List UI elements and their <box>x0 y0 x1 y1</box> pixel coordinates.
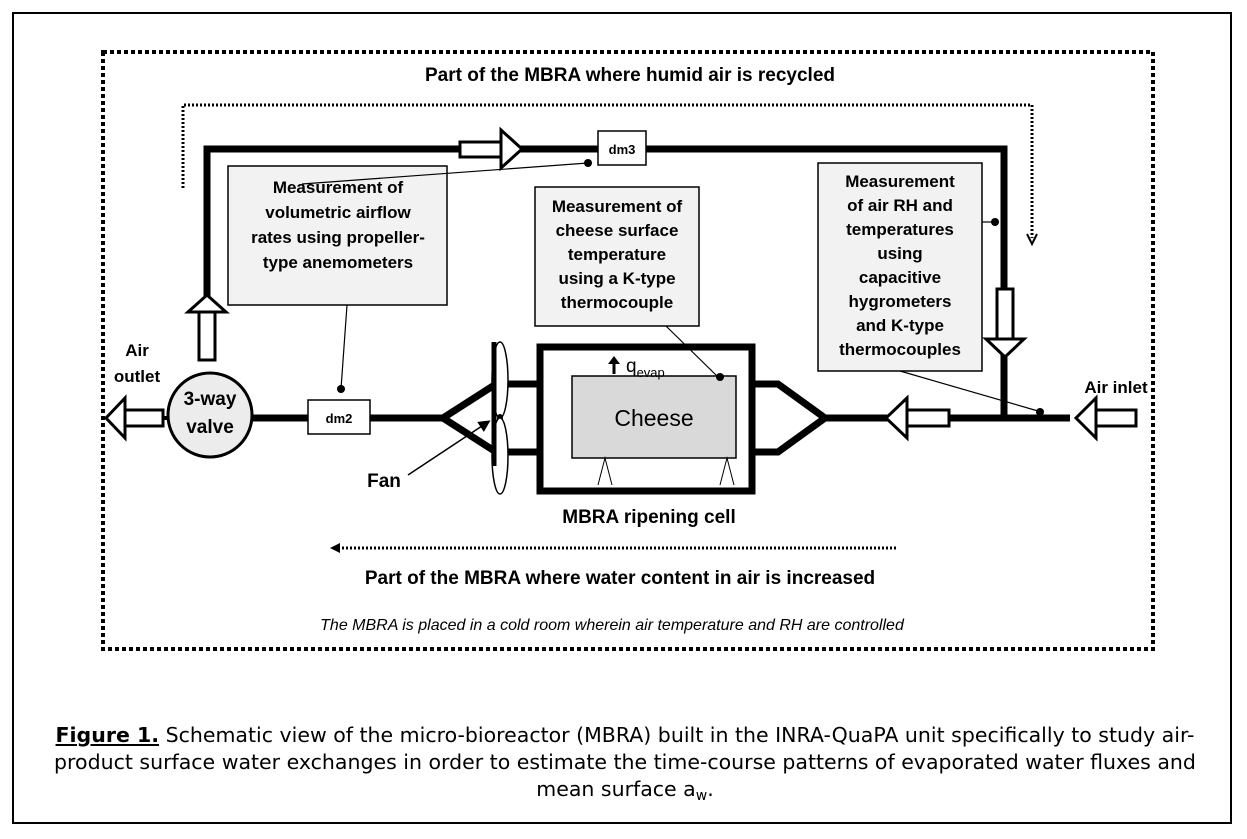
cheese-support-right <box>719 456 735 486</box>
cheese-temp-box-line: thermocouple <box>561 293 673 312</box>
water-title: Part of the MBRA where water content in … <box>365 568 875 589</box>
valve-label-line2: valve <box>186 417 234 438</box>
cheese-temp-box-line: using a K-type <box>558 269 675 288</box>
caption-end: . <box>707 777 714 801</box>
cheese-temp-pointer <box>665 325 719 378</box>
cheese-temp-box-line: temperature <box>568 245 666 264</box>
airflow-pointer-dm3 <box>301 162 589 185</box>
air-outlet-label-line1: Air <box>125 341 149 360</box>
cheese-support-left <box>597 456 613 486</box>
air-outlet-arrow <box>103 394 168 442</box>
recycle-bracket-arrow <box>1026 233 1038 247</box>
three-way-valve <box>166 371 254 459</box>
flow-arrow-main-in <box>883 394 951 442</box>
cheese-temp-box-line: Measurement of <box>552 197 683 216</box>
ripening-cell-label: MBRA ripening cell <box>562 507 735 528</box>
caption-label: Figure 1. <box>55 723 160 747</box>
dm2-sensor <box>307 399 371 435</box>
fan-icon <box>491 341 509 495</box>
cheese-label: Cheese <box>614 405 693 431</box>
flow-arrow-right-down <box>982 287 1028 360</box>
qevap-main: q <box>626 356 637 377</box>
caption-sub: w <box>695 788 708 804</box>
dm2-label: dm2 <box>326 411 353 426</box>
recycle-bracket <box>181 103 1034 238</box>
air-outlet-label-line2: outlet <box>114 367 161 386</box>
rh-box-line: using <box>877 244 922 263</box>
rh-box-line: Measurement <box>845 172 955 191</box>
airflow-box-line: type anemometers <box>263 253 413 272</box>
cold-room-border <box>101 50 1155 651</box>
valve-label-line1: 3-way <box>184 389 237 410</box>
dm3-sensor <box>597 130 647 166</box>
flow-arrow-left-up <box>184 292 230 362</box>
airflow-box-line: volumetric airflow <box>265 203 411 222</box>
qevap-sub: evap <box>637 365 665 380</box>
rh-box-line: hygrometers <box>849 292 952 311</box>
air-inlet-arrow <box>1073 394 1138 442</box>
cold-room-note: The MBRA is placed in a cold room wherei… <box>320 617 905 634</box>
figure-frame <box>12 12 1232 824</box>
airflow-pointer-dm2 <box>340 304 348 390</box>
rh-box-line: capacitive <box>859 268 941 287</box>
rh-measurement-box <box>817 162 983 372</box>
airflow-box-line: rates using propeller- <box>251 228 425 247</box>
cheese-block <box>571 375 737 459</box>
airflow-box-line: Measurement of <box>273 178 404 197</box>
rh-pointer-bottom <box>899 370 1039 412</box>
fan-pointer <box>407 420 491 476</box>
rh-box-line: thermocouples <box>839 340 961 359</box>
figure-caption: Figure 1. Schematic view of the micro-bi… <box>40 722 1210 810</box>
dm3-label: dm3 <box>609 142 636 157</box>
cheese-temp-box-line: cheese surface <box>556 221 679 240</box>
flow-arrow-top <box>458 126 525 172</box>
rh-box-line: of air RH and <box>847 196 953 215</box>
fan-label: Fan <box>367 471 401 492</box>
rh-box-line: temperatures <box>846 220 954 239</box>
rh-box-line: and K-type <box>856 316 944 335</box>
airflow-measurement-box <box>227 165 448 306</box>
cheese-temp-measurement-box <box>534 186 700 327</box>
recycle-title: Part of the MBRA where humid air is recy… <box>425 65 835 86</box>
air-inlet-label: Air inlet <box>1084 378 1148 397</box>
caption-text: Schematic view of the micro-bioreactor (… <box>54 723 1196 801</box>
